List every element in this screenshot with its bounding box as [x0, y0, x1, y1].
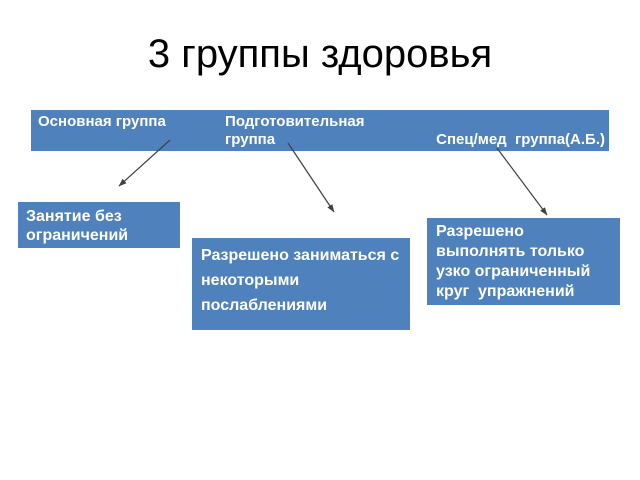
box-text-line: послаблениями: [201, 297, 328, 314]
header-label-preparatory-group: Подготовительная группа: [225, 113, 365, 148]
arrow-preparatory-group: [287, 142, 335, 213]
box-text-line: Занятие без: [26, 208, 122, 225]
header-cell-main-group: Основная группа: [31, 110, 218, 151]
box-text-line: узко ограниченный: [436, 263, 591, 280]
box-main-group-description: Занятие без ограничений: [18, 202, 180, 248]
box-text-line: ограничений: [26, 227, 129, 244]
box-special-group-description: Разрешено выполнять только узко ограниче…: [427, 218, 620, 305]
header-label-main-group: Основная группа: [38, 113, 166, 130]
header-label-special-medical-group: Спец/мед группа(А.Б.): [436, 131, 605, 148]
health-groups-table-header: Основная группа Подготовительная группа …: [31, 110, 609, 151]
header-cell-special-medical-group: Спец/мед группа(А.Б.): [402, 110, 609, 151]
arrow-special-group: [496, 147, 548, 216]
box-text-line: круг упражнений: [436, 283, 575, 300]
header-cell-preparatory-group: Подготовительная группа: [218, 110, 402, 151]
box-text-line: Разрешено: [436, 223, 524, 240]
slide-title: 3 группы здоровья: [147, 32, 493, 76]
box-text-line: выполнять только: [436, 243, 585, 260]
box-text-line: некоторыми: [201, 272, 300, 289]
box-text-line: Разрешено заниматься с: [201, 247, 400, 264]
box-preparatory-group-description: Разрешено заниматься с некоторыми послаб…: [192, 238, 410, 330]
